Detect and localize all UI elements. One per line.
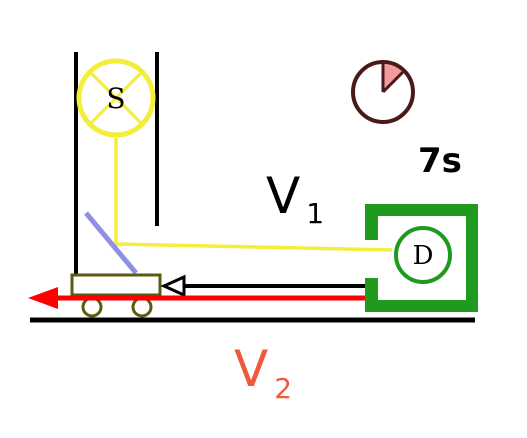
detector-frame	[365, 204, 478, 312]
clock-icon	[351, 60, 415, 124]
light-source	[76, 58, 156, 138]
detector	[394, 226, 452, 284]
light-path	[114, 138, 393, 252]
cart	[70, 273, 162, 318]
cart-wheel-right	[131, 296, 153, 318]
v2-arrow-head	[28, 287, 58, 309]
detector-label: D	[413, 241, 434, 271]
mirror	[84, 211, 138, 275]
cart-wheel-left	[81, 296, 103, 318]
time-label: 7s	[418, 141, 462, 181]
source-label: S	[106, 82, 125, 115]
return-arrow-head	[160, 274, 186, 298]
